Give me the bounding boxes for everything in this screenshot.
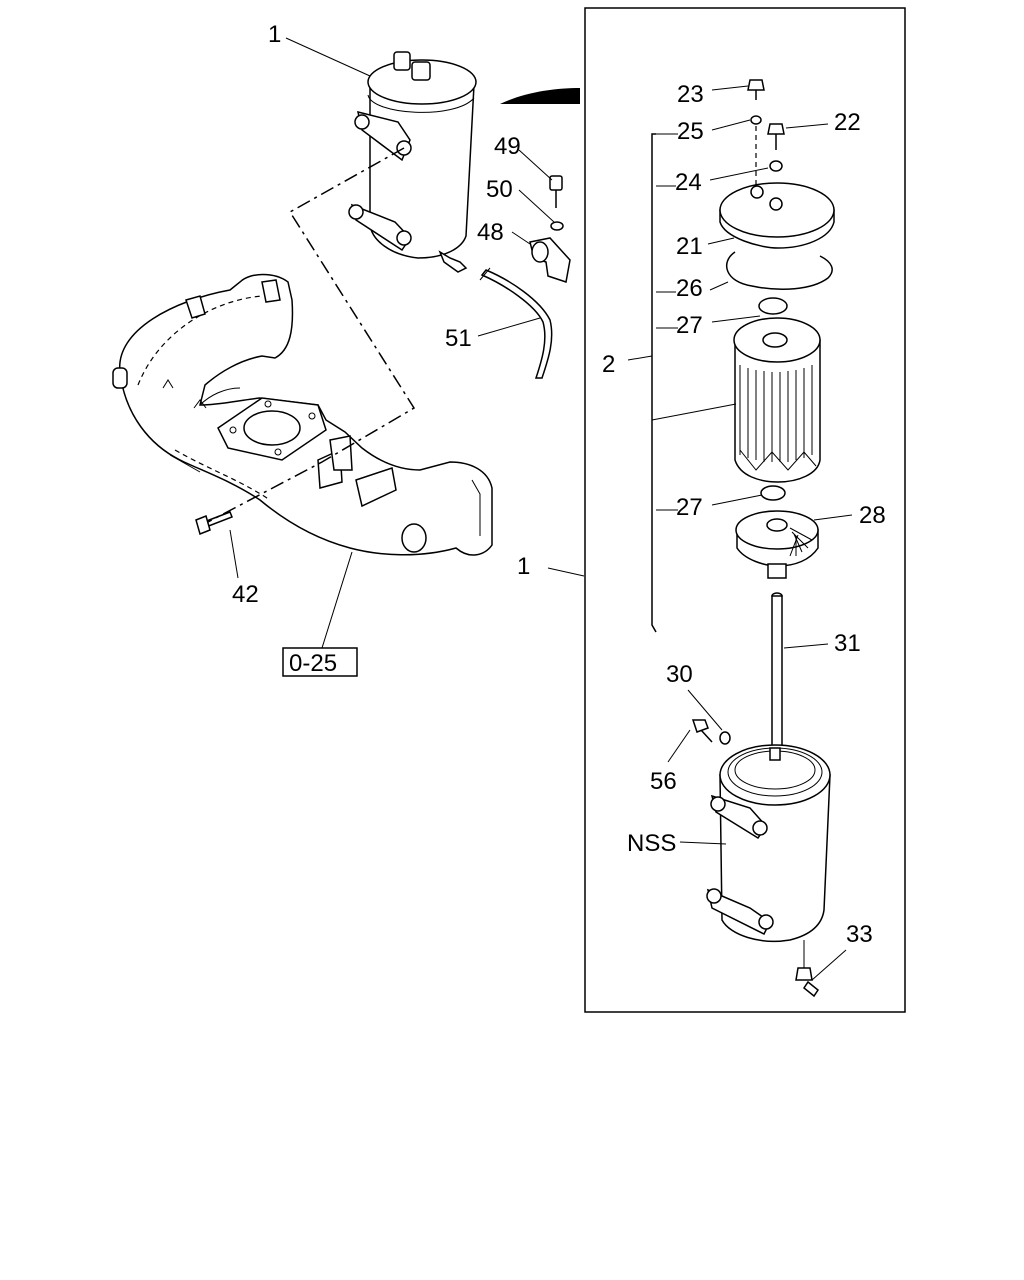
callout-27-top: 27: [676, 312, 703, 339]
washer-24: [769, 160, 783, 172]
bolt-49: [549, 175, 563, 208]
callout-24: 24: [675, 169, 702, 196]
bolt-56: [691, 719, 713, 743]
washer-50: [550, 221, 564, 231]
callout-56: 56: [650, 768, 677, 795]
adapter-28: [735, 510, 819, 579]
hose-51: [479, 267, 553, 379]
callout-50: 50: [486, 176, 513, 203]
callout-22: 22: [834, 109, 861, 136]
filter-housing-nss: [706, 744, 831, 942]
cover-21: [719, 182, 835, 249]
seal-ring-26: [725, 251, 833, 291]
callout-23: 23: [677, 81, 704, 108]
bolt-23: [747, 79, 765, 100]
bolt-22: [767, 123, 785, 150]
washer-25: [750, 115, 762, 125]
o-ring-27-bottom: [760, 485, 786, 501]
exploded-view-frame: [584, 7, 906, 1013]
filter-element: [733, 317, 821, 483]
callout-1-box: 1: [517, 553, 530, 580]
o-ring-27-top: [758, 297, 788, 315]
bolt-42: [195, 511, 233, 536]
callout-51: 51: [445, 325, 472, 352]
callout-1-top: 1: [268, 21, 281, 48]
callout-labels: 1 1 2 23 22 25 24 21 26 27 27 28 31 30 5…: [232, 21, 886, 948]
center-pipe-31: [771, 592, 783, 761]
callout-21: 21: [676, 233, 703, 260]
callout-42: 42: [232, 581, 259, 608]
callout-27-bottom: 27: [676, 494, 703, 521]
filter-head-arc: [500, 88, 580, 104]
callout-25: 25: [677, 118, 704, 145]
callout-30: 30: [666, 661, 693, 688]
callout-28: 28: [859, 502, 886, 529]
callout-31: 31: [834, 630, 861, 657]
callout-26: 26: [676, 275, 703, 302]
callout-nss: NSS: [627, 830, 676, 857]
callout-48: 48: [477, 219, 504, 246]
callout-49: 49: [494, 133, 521, 160]
reference-box: 0-25: [282, 647, 358, 677]
fuel-filter-assembled: [348, 51, 477, 273]
callout-2: 2: [602, 351, 615, 378]
washer-30: [719, 731, 731, 745]
reference-box-label: 0-25: [289, 650, 337, 677]
leader-lines: [229, 37, 853, 981]
exhaust-manifold: [112, 273, 493, 556]
clip-48: [529, 237, 571, 283]
callout-33: 33: [846, 921, 873, 948]
drain-plug-33: [795, 940, 820, 998]
